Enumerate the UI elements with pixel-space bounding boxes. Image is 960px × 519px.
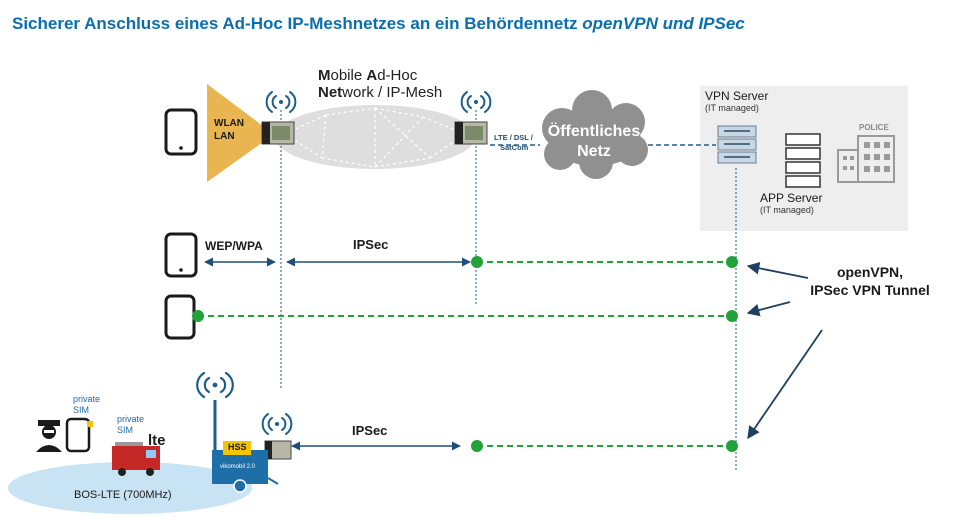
vpn-server-icon [717, 125, 757, 164]
vpn-server-label: VPN Server [705, 89, 769, 103]
wlan-cone [207, 84, 263, 182]
app-server-sub: (IT managed) [760, 205, 814, 215]
tunnel-endpoint [726, 440, 738, 452]
app-server-label: APP Server [760, 191, 823, 205]
mesh-router-left [261, 121, 295, 145]
tunnel-endpoint [471, 440, 483, 452]
tablet-icon-top [164, 108, 198, 156]
tablet-icon-lte [65, 417, 93, 453]
hss-label: HSS [228, 442, 247, 452]
fire-truck-icon [112, 442, 160, 476]
antenna-icon-lte-router [261, 413, 293, 435]
mesh-router-right [454, 121, 488, 145]
tunnel-callout-arrows [746, 262, 823, 440]
cloud-icon [542, 90, 648, 179]
tablet-icon-row2 [164, 294, 196, 340]
tunnel-label: openVPN,IPSec VPN Tunnel [810, 264, 930, 298]
mesh-title: Mobile Ad-Hoc Network / IP-Mesh [318, 67, 443, 101]
police-label: POLICE [859, 123, 889, 132]
bos-lte-area [8, 462, 252, 514]
bos-lte-label: BOS-LTE (700MHz) [74, 489, 172, 501]
antenna-icon-left [265, 91, 297, 113]
tablet-icon-row1 [164, 232, 198, 278]
tunnel-endpoint [726, 256, 738, 268]
app-server-icon [785, 133, 821, 188]
vpn-server-sub: (IT managed) [705, 103, 759, 113]
lte-logo: lte [148, 432, 166, 449]
title-italic: openVPN und IPSec [582, 14, 745, 33]
uplink-label: LTE / DSL /SatCom [494, 133, 534, 152]
antenna-icon-mast [196, 371, 234, 399]
police-officer-icon [36, 420, 62, 452]
police-building-icon [837, 135, 895, 183]
tunnel-endpoint [726, 310, 738, 322]
mesh-router-lte [264, 440, 292, 460]
page-title: Sicherer Anschluss eines Ad-Hoc IP-Meshn… [12, 14, 745, 34]
tunnel-endpoint [192, 310, 204, 322]
antenna-icon-right [460, 91, 492, 113]
ipsec-label-row1: IPSec [353, 237, 389, 252]
wep-label: WEP/WPA [205, 239, 263, 253]
title-main: Sicherer Anschluss eines Ad-Hoc IP-Meshn… [12, 14, 583, 33]
vikomobil-trailer [212, 441, 279, 493]
ipsec-label-row3: IPSec [352, 423, 388, 438]
vikomobil-label: vikomobil 2.0 [220, 464, 256, 470]
tunnel-endpoint [471, 256, 483, 268]
